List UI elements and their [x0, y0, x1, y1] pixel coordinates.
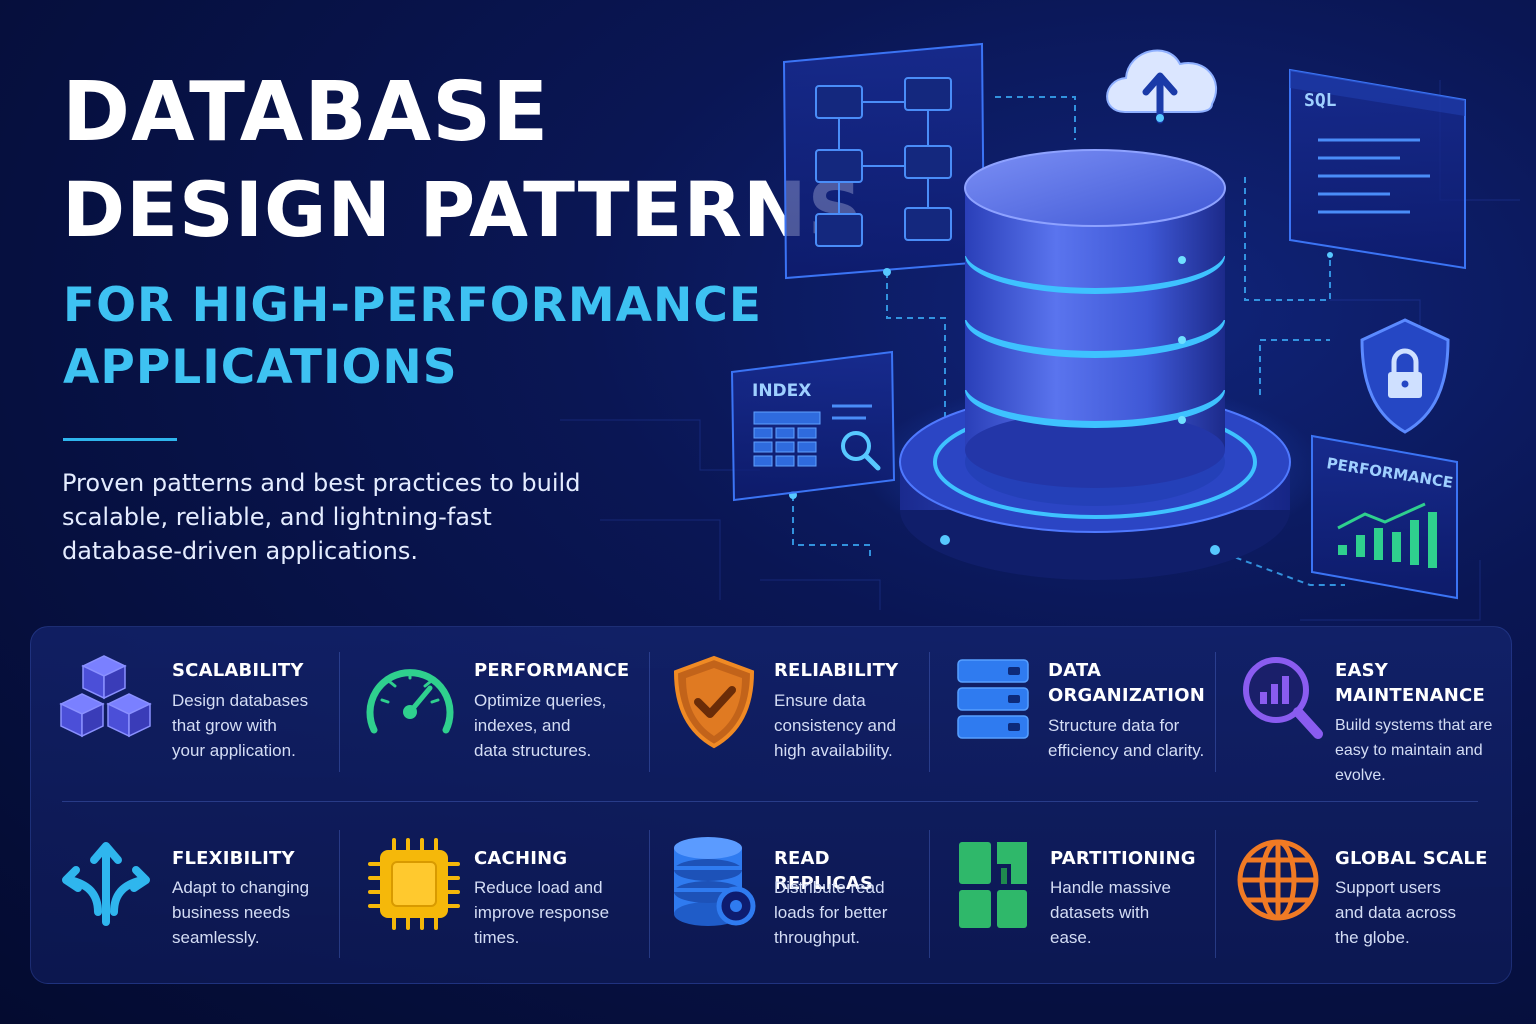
- col-divider: [339, 652, 340, 772]
- feature-title: FLEXIBILITY: [172, 848, 295, 869]
- subtitle-line-1: FOR HIGH-PERFORMANCE: [63, 278, 762, 333]
- features-row-divider: [62, 801, 1478, 802]
- feature-title: GLOBAL SCALE: [1335, 848, 1488, 869]
- database-sync-icon: [674, 837, 756, 926]
- title-line-2: DESIGN PATTERNS: [62, 165, 864, 254]
- server-stack-icon: [957, 659, 1029, 739]
- col-divider: [1215, 830, 1216, 958]
- intro-description: Proven patterns and best practices to bu…: [62, 469, 581, 565]
- feature-title: CACHING: [474, 848, 568, 869]
- col-divider: [649, 830, 650, 958]
- feature-title: PARTITIONING: [1050, 848, 1196, 869]
- hero-illustration: SQL I: [730, 42, 1466, 600]
- feature-title: RELIABILITY: [774, 660, 899, 681]
- col-divider: [339, 830, 340, 958]
- speedometer-icon: [366, 669, 454, 734]
- cloud-upload-icon: [1106, 49, 1218, 124]
- col-divider: [929, 652, 930, 772]
- schema-diagram-icon: [782, 42, 986, 280]
- sql-window-icon: SQL: [1289, 68, 1466, 270]
- shield-check-icon: [673, 655, 755, 749]
- subtitle: FOR HIGH-PERFORMANCE APPLICATIONS: [63, 282, 762, 391]
- col-divider: [929, 830, 930, 958]
- accent-divider: [63, 438, 177, 441]
- performance-chart-icon: PERFORMANCE: [1311, 434, 1458, 600]
- cubes-icon: [59, 655, 152, 738]
- subtitle-line-2: APPLICATIONS: [63, 340, 458, 395]
- feature-performance: PERFORMANCE Optimize queries,indexes, an…: [360, 652, 640, 782]
- magnifier-chart-icon: [1243, 657, 1323, 739]
- main-title: DATABASE DESIGN PATTERNS: [62, 72, 863, 248]
- title-line-1: DATABASE: [62, 65, 550, 160]
- col-divider: [1215, 652, 1216, 772]
- col-divider: [649, 652, 650, 772]
- index-search-icon: INDEX: [730, 350, 896, 502]
- chip-icon: [368, 838, 460, 930]
- feature-title: READ REPLICAS: [774, 848, 874, 894]
- security-shield-lock-icon: [1360, 318, 1450, 434]
- feature-title: PERFORMANCE: [474, 660, 630, 681]
- index-label: INDEX: [752, 381, 811, 401]
- partition-blocks-icon: [959, 842, 1027, 928]
- globe-icon: [1237, 839, 1319, 921]
- database-cylinder-icon: [964, 149, 1226, 488]
- split-arrows-icon: [62, 842, 150, 926]
- sql-label: SQL: [1304, 90, 1337, 111]
- feature-title: SCALABILITY: [172, 660, 304, 681]
